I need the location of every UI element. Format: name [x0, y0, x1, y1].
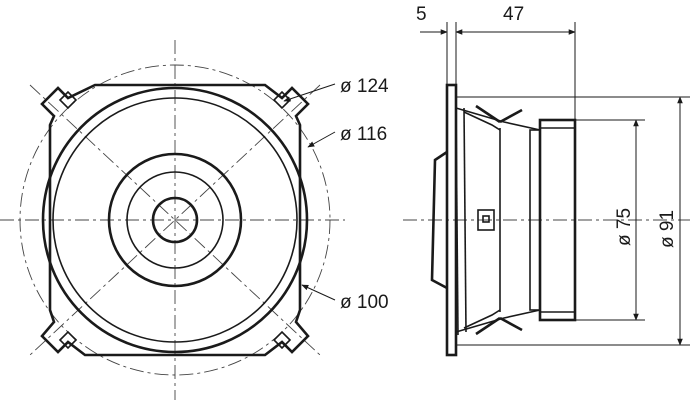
basket-leg-top-2 — [499, 108, 523, 124]
frame-outline — [40, 83, 310, 357]
cone-ring — [107, 152, 243, 288]
front-view — [0, 40, 345, 400]
basket-bottom-edge — [455, 309, 541, 333]
outer-rim-ring — [41, 86, 309, 354]
label-dia-100: ø 100 — [340, 292, 389, 313]
basket-line-1 — [455, 104, 459, 336]
terminal-contact — [482, 215, 490, 223]
basket-top-edge — [455, 107, 541, 131]
basket-leg-bottom-2 — [499, 316, 523, 332]
mounting-slot-top-right — [272, 90, 292, 110]
side-right-dimensions — [456, 96, 690, 346]
basket-bottom-inner — [463, 309, 501, 329]
mounting-slot-bottom-right — [272, 330, 292, 350]
leader-dia-116 — [307, 131, 336, 148]
mounting-hole-circle — [19, 64, 331, 376]
leader-dia-100 — [301, 284, 336, 301]
label-width-5: 5 — [416, 4, 427, 25]
side-top-dimensions — [420, 22, 576, 120]
cone-front-profile — [430, 150, 448, 290]
surround-ring — [52, 97, 298, 343]
back-plate — [529, 129, 541, 311]
basket-leg-bottom-1 — [475, 316, 501, 336]
label-dia-116: ø 116 — [340, 124, 387, 145]
label-dia-124: ø 124 — [340, 76, 389, 97]
label-dia-75: ø 75 — [614, 208, 635, 246]
voice-coil-ring — [126, 171, 224, 269]
front-plate — [445, 83, 458, 357]
mounting-slot-top-left — [58, 90, 78, 110]
mounting-slot-bottom-left — [58, 330, 78, 350]
basket-top-inner — [463, 111, 501, 131]
label-width-47: 47 — [503, 4, 524, 25]
terminal — [477, 209, 495, 231]
basket-line-2 — [463, 107, 467, 333]
basket-leg-top-1 — [475, 104, 501, 124]
side-view — [403, 83, 690, 357]
label-dia-91: ø 91 — [657, 210, 678, 248]
leader-dia-124 — [283, 83, 336, 102]
front-leaders — [283, 83, 336, 301]
dust-cap-ring — [151, 196, 199, 244]
